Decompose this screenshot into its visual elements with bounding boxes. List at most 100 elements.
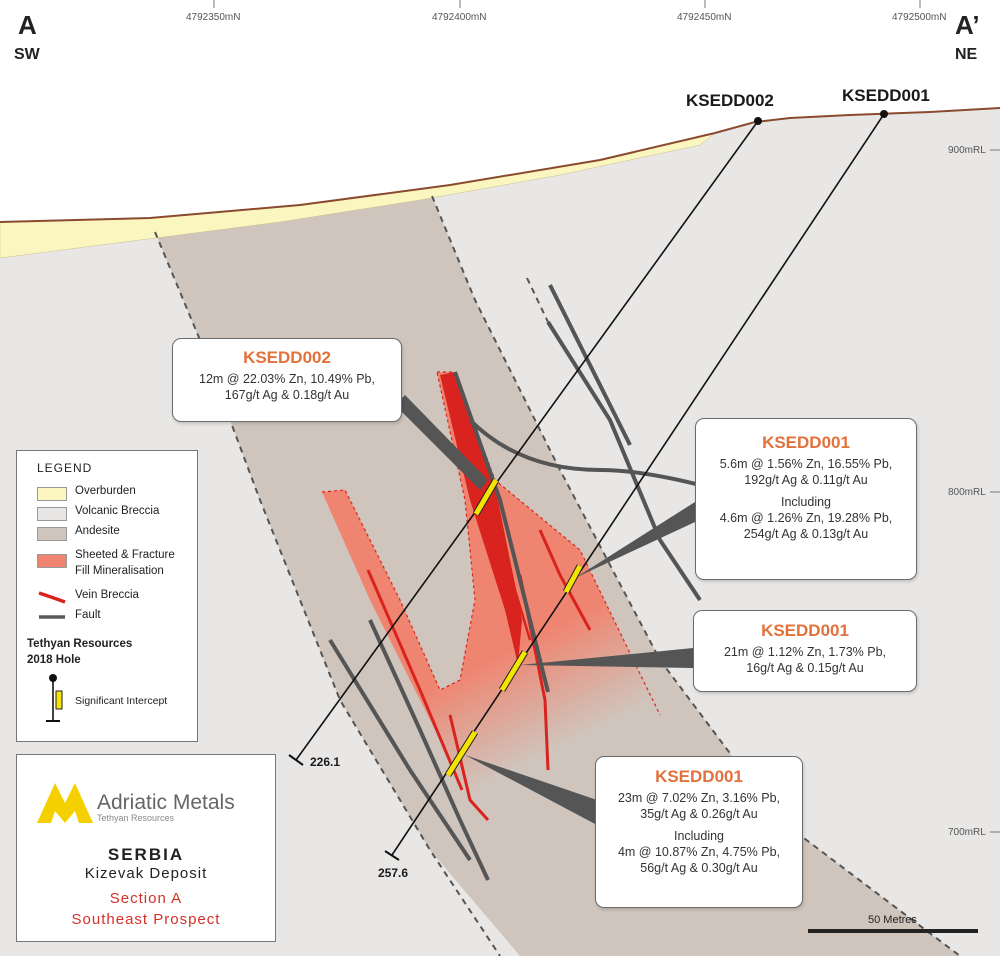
callout-line: 12m @ 22.03% Zn, 10.49% Pb, [199,372,375,386]
intercept-ksedd001-c [445,730,478,777]
callout-ksedd002: KSEDD002 12m @ 22.03% Zn, 10.49% Pb, 167… [172,338,402,422]
section-name: Section A [109,890,183,907]
vein-breccia-main [440,372,522,665]
northing-label-3: 4792450mN [677,12,732,23]
intercept-ksedd001-b [499,650,528,692]
hole-label-ksedd002: KSEDD002 [686,91,774,110]
sky-area [0,0,1000,222]
branding-box: Adriatic Metals Tethyan Resources SERBIA… [16,754,276,942]
callout-line: 5.6m @ 1.56% Zn, 16.55% Pb, [719,457,893,471]
callout-title: KSEDD001 [655,767,743,786]
hole-label-ksedd001: KSEDD001 [842,86,930,105]
legend-item-mineralisation: Sheeted & Fracture Fill Mineralisation [27,548,197,580]
northing-label-2: 4792400mN [432,12,487,23]
legend-swatch [37,507,67,521]
mineralisation-outline-west [321,371,476,691]
scale-label: 50 Metres [868,914,917,926]
legend-label-line2: Fill Mineralisation [75,565,164,577]
legend-item-andesite: Andesite [27,524,197,542]
legend-label-line1: Sheeted & Fracture [75,549,175,561]
topography-line [0,107,1000,223]
intercept-ksedd002 [473,478,499,516]
collar-ksedd001 [880,110,888,118]
sheeted-fracture-mineralisation [322,372,660,800]
pointer-ksedd001-c [465,755,597,825]
section-start-direction: SW [14,46,40,63]
legend-hole-heading-2: 2018 Hole [27,654,81,666]
drillhole-symbol [46,674,63,722]
deposit-name: Kizevak Deposit [84,865,208,882]
company-sub: Tethyan Resources [97,813,175,823]
callout-ksedd001-upper: KSEDD001 5.6m @ 1.56% Zn, 16.55% Pb, 192… [695,418,917,580]
fault-4 [548,284,632,446]
legend-swatch [37,554,67,568]
fault-6 [368,619,490,881]
callout-line: 192g/t Ag & 0.11g/t Au [744,473,868,487]
legend-label: Andesite [75,525,120,537]
endcap-ksedd002 [288,754,304,766]
adriatic-metals-logo-icon [37,783,93,823]
callout-title: KSEDD001 [762,433,850,452]
legend-label: Overburden [75,485,136,497]
legend-swatch [37,527,67,541]
callout-title: KSEDD002 [243,348,331,367]
legend-hole-heading-1: Tethyan Resources [27,638,133,650]
callout-line: 35g/t Ag & 0.26g/t Au [640,807,758,821]
fault-2 [468,418,701,487]
andesite-east-contact [431,195,961,956]
fault-1 [453,371,550,693]
callout-line: 21m @ 1.12% Zn, 1.73% Pb, [723,645,887,659]
legend-label: Volcanic Breccia [75,505,160,517]
section-end-label: A’ [955,10,980,40]
legend: LEGEND Overburden Volcanic Breccia Andes… [16,450,198,742]
section-end-direction: NE [955,46,978,63]
callout-line: 23m @ 7.02% Zn, 3.16% Pb, [617,791,781,805]
drillhole-ksedd002 [295,120,759,761]
callout-line: 4.6m @ 1.26% Zn, 19.28% Pb, [719,511,893,525]
legend-label: Vein Breccia [75,589,139,601]
legend-item-overburden: Overburden [27,484,197,502]
pointer-ksedd001-a [575,502,695,578]
intercept-ksedd001-a [563,564,583,594]
pointer-ksedd002 [395,395,488,490]
northing-label-4: 4792500mN [892,12,947,23]
elevation-label-800: 800mRL [948,487,986,498]
fault-3 [546,320,702,602]
callout-line: 167g/t Ag & 0.18g/t Au [224,388,350,402]
fault-symbol [39,615,65,619]
vein-breccia-symbol [38,591,66,604]
callout-line: 16g/t Ag & 0.15g/t Au [746,661,864,675]
callout-including: Including [780,495,832,509]
callout-line: 254g/t Ag & 0.13g/t Au [743,527,869,541]
pointer-ksedd001-b [520,648,693,668]
elevation-label-900: 900mRL [948,145,986,156]
callout-ksedd001-lower: KSEDD001 23m @ 7.02% Zn, 3.16% Pb, 35g/t… [595,756,803,908]
callout-title: KSEDD001 [761,621,849,640]
scale-bar [808,929,978,933]
prospect-name: Southeast Prospect [71,911,221,928]
vein-breccia-5 [496,509,532,641]
vein-breccia-1 [366,569,464,791]
fault-dashed-extension [526,277,549,323]
country-title: SERBIA [107,845,185,864]
callout-ksedd001-middle: KSEDD001 21m @ 1.12% Zn, 1.73% Pb, 16g/t… [693,610,917,692]
legend-intercept-label: Significant Intercept [75,695,168,707]
legend-title: LEGEND [37,461,93,475]
collar-ksedd002 [754,117,762,125]
legend-item-fault: Fault [27,608,197,626]
legend-label: Fault [75,609,101,621]
endcap-ksedd001 [384,850,400,861]
elevation-label-700: 700mRL [948,827,986,838]
end-depth-ksedd001: 257.6 [378,866,409,880]
company-name: Adriatic Metals [97,791,235,814]
end-depth-ksedd002: 226.1 [310,755,341,769]
section-start-label: A [18,10,37,40]
legend-item-vein-breccia: Vein Breccia [27,588,197,606]
vein-breccia-2 [448,714,490,822]
callout-line: 56g/t Ag & 0.30g/t Au [640,861,758,875]
vein-breccia-4 [538,529,592,631]
callout-line: 4m @ 10.87% Zn, 4.75% Pb, [617,845,781,859]
legend-item-volcanic-breccia: Volcanic Breccia [27,504,197,522]
legend-swatch [37,487,67,501]
